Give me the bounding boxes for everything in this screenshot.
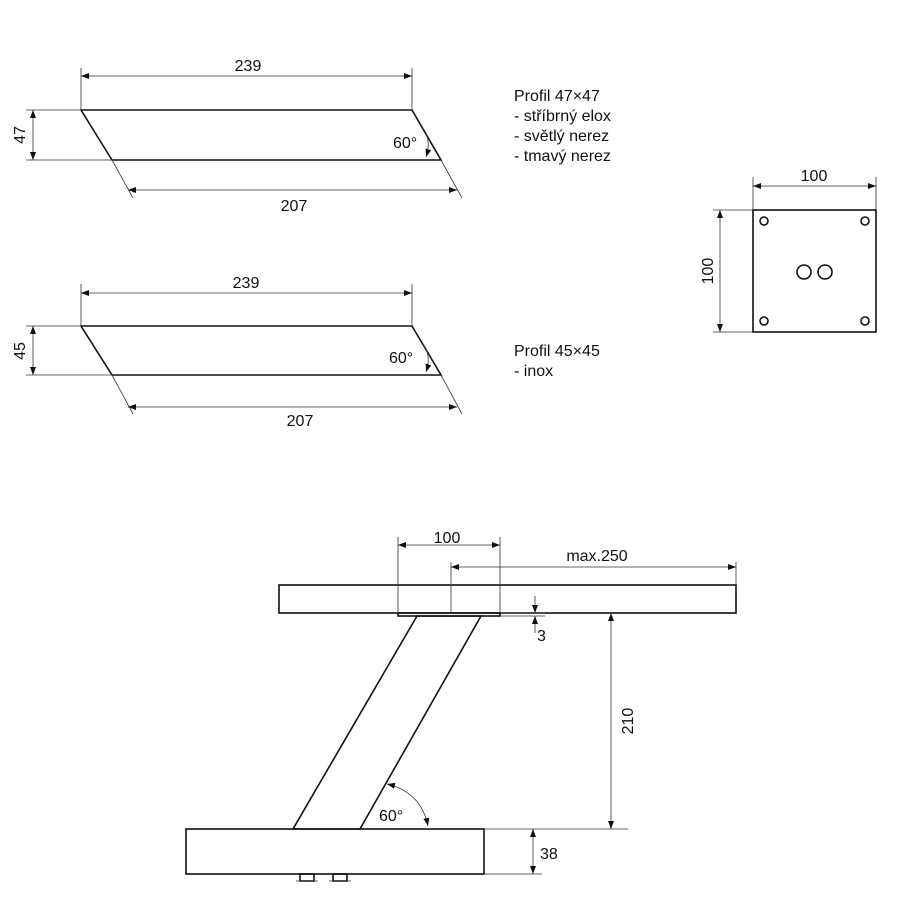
base-block [185,828,485,875]
plate-width: 100 [801,168,828,185]
shelf-board [278,584,737,614]
profile-45-note-1: Profil 45×45 [514,343,600,360]
profile-45-outline [79,325,443,376]
assembly-plate-width: 100 [434,530,461,547]
plate-hole-top-right [860,216,870,226]
profile-47-angle: 60° [393,135,417,152]
profile-47-height: 47 [12,126,29,144]
profile-47-outline [79,109,443,161]
plate-center-hole-left [796,264,812,280]
mounting-plate-outline [752,209,877,333]
profile-45-note-2: - inox [514,363,553,380]
diagonal-leg [291,615,483,830]
plate-hole-bottom-left [759,316,769,326]
assembly-height: 210 [620,708,637,735]
assembly-base-height: 38 [540,846,558,863]
assembly-angle: 60° [379,808,403,825]
profile-45-top-length: 239 [233,275,260,292]
plate-hole-top-left [759,216,769,226]
plate-hole-bottom-right [860,316,870,326]
profile-47-bottom-length: 207 [281,198,308,215]
plate-center-hole-right [817,264,833,280]
profile-45-bottom-length: 207 [287,413,314,430]
assembly-overhang: max.250 [566,548,627,565]
profile-45-angle: 60° [389,350,413,367]
foot-right [332,873,348,882]
profile-45-height: 45 [12,342,29,360]
profile-47-note-2: - stříbrný elox [514,108,611,125]
profile-45-view: 239 45 207 60° Profil 45×45 - inox [12,275,600,430]
profile-47-note-3: - světlý nerez [514,128,609,145]
profile-47-top-length: 239 [235,58,262,75]
profile-47-note-4: - tmavý nerez [514,148,611,165]
profile-47-note-1: Profil 47×47 [514,88,600,105]
foot-left [299,873,315,882]
assembly-view: 100 max.250 3 210 38 60° [185,530,737,882]
assembly-plate-thickness: 3 [537,628,546,645]
plate-height: 100 [700,258,717,285]
profile-47-view: 239 47 207 60° Profil 47×47 - stříbrný e… [12,58,611,215]
mounting-plate-view: 100 100 [700,168,877,333]
